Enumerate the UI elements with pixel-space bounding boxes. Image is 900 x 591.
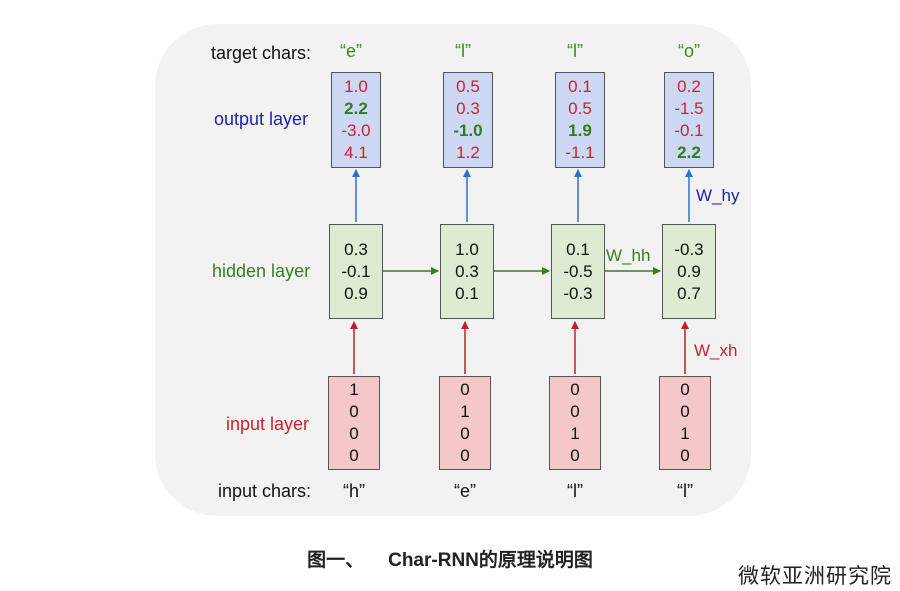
output-value: 0.5 — [568, 99, 592, 118]
hidden-value: 0.9 — [344, 283, 368, 303]
hidden-vector: 0.1 -0.5 -0.3 — [551, 224, 605, 319]
figure-caption: 图一、 Char-RNN的原理说明图 — [0, 549, 900, 573]
hidden-vector: 0.3 -0.1 0.9 — [329, 224, 383, 319]
hidden-vector: -0.3 0.9 0.7 — [662, 224, 716, 319]
input-value: 0 — [570, 446, 580, 465]
input-vector: 0 0 1 0 — [659, 376, 711, 470]
target-char: “l” — [567, 41, 583, 61]
caption-text: Char-RNN的原理说明图 — [388, 550, 593, 571]
input-layer-label: input layer — [226, 414, 310, 434]
input-chars-label: input chars: — [218, 481, 312, 501]
w-hh-label: W_hh — [606, 246, 651, 265]
input-value: 1 — [570, 424, 580, 443]
input-vector: 0 0 1 0 — [549, 376, 601, 470]
input-value: 0 — [680, 380, 690, 399]
w-xh-label: W_xh — [694, 341, 738, 360]
output-value: -1.1 — [565, 143, 595, 162]
input-value: 0 — [460, 380, 470, 399]
target-chars-label: target chars: — [211, 43, 312, 63]
input-value: 0 — [349, 402, 359, 421]
output-value: -1.5 — [674, 99, 704, 118]
input-value: 1 — [680, 424, 690, 443]
input-value: 1 — [349, 380, 359, 399]
input-value: 0 — [680, 446, 690, 465]
output-vector: 0.5 0.3 -1.0 1.2 — [443, 72, 493, 168]
hidden-value: 1.0 — [455, 239, 479, 259]
input-value: 0 — [460, 446, 470, 465]
output-value: 0.1 — [568, 77, 592, 96]
output-value: 2.2 — [677, 143, 701, 162]
output-value: 0.5 — [456, 77, 480, 96]
output-value: -0.1 — [674, 121, 704, 140]
input-vector: 0 1 0 0 — [439, 376, 491, 470]
input-value: 0 — [570, 402, 580, 421]
hidden-value: -0.3 — [563, 283, 593, 303]
output-value: -1.0 — [453, 121, 483, 140]
input-value: 0 — [349, 424, 359, 443]
output-value: 4.1 — [344, 143, 368, 162]
hidden-vector: 1.0 0.3 0.1 — [440, 224, 494, 319]
target-char: “l” — [455, 41, 471, 61]
input-char: “l” — [567, 481, 583, 501]
hidden-value: 0.9 — [677, 261, 701, 281]
w-hy-label: W_hy — [696, 186, 740, 205]
hidden-layer-label: hidden layer — [212, 261, 311, 281]
input-char: “e” — [454, 481, 476, 501]
hidden-value: 0.3 — [455, 261, 479, 281]
watermark: 微软亚洲研究院 — [738, 564, 892, 588]
output-vector: 1.0 2.2 -3.0 4.1 — [331, 72, 381, 168]
hidden-value: 0.1 — [566, 239, 590, 259]
output-value: 0.3 — [456, 99, 480, 118]
hidden-value: 0.7 — [677, 283, 701, 303]
input-value: 1 — [460, 402, 470, 421]
input-value: 0 — [680, 402, 690, 421]
caption-prefix: 图一、 — [307, 550, 365, 571]
hidden-value: -0.3 — [674, 239, 704, 259]
input-vector: 1 0 0 0 — [328, 376, 380, 470]
output-layer-label: output layer — [214, 109, 309, 129]
output-vector: 0.2 -1.5 -0.1 2.2 — [664, 72, 714, 168]
output-value: 0.2 — [677, 77, 701, 96]
input-char: “h” — [343, 481, 365, 501]
hidden-value: 0.3 — [344, 239, 368, 259]
output-vector: 0.1 0.5 1.9 -1.1 — [555, 72, 605, 168]
output-value: -3.0 — [341, 121, 371, 140]
input-value: 0 — [460, 424, 470, 443]
hidden-value: -0.5 — [563, 261, 593, 281]
input-char: “l” — [677, 481, 693, 501]
target-char: “o” — [678, 41, 700, 61]
target-char: “e” — [340, 41, 362, 61]
output-value: 1.0 — [344, 77, 368, 96]
output-value: 1.9 — [568, 121, 592, 140]
input-value: 0 — [349, 446, 359, 465]
hidden-value: -0.1 — [341, 261, 371, 281]
input-value: 0 — [570, 380, 580, 399]
hidden-value: 0.1 — [455, 283, 479, 303]
output-value: 2.2 — [344, 99, 368, 118]
output-value: 1.2 — [456, 143, 480, 162]
